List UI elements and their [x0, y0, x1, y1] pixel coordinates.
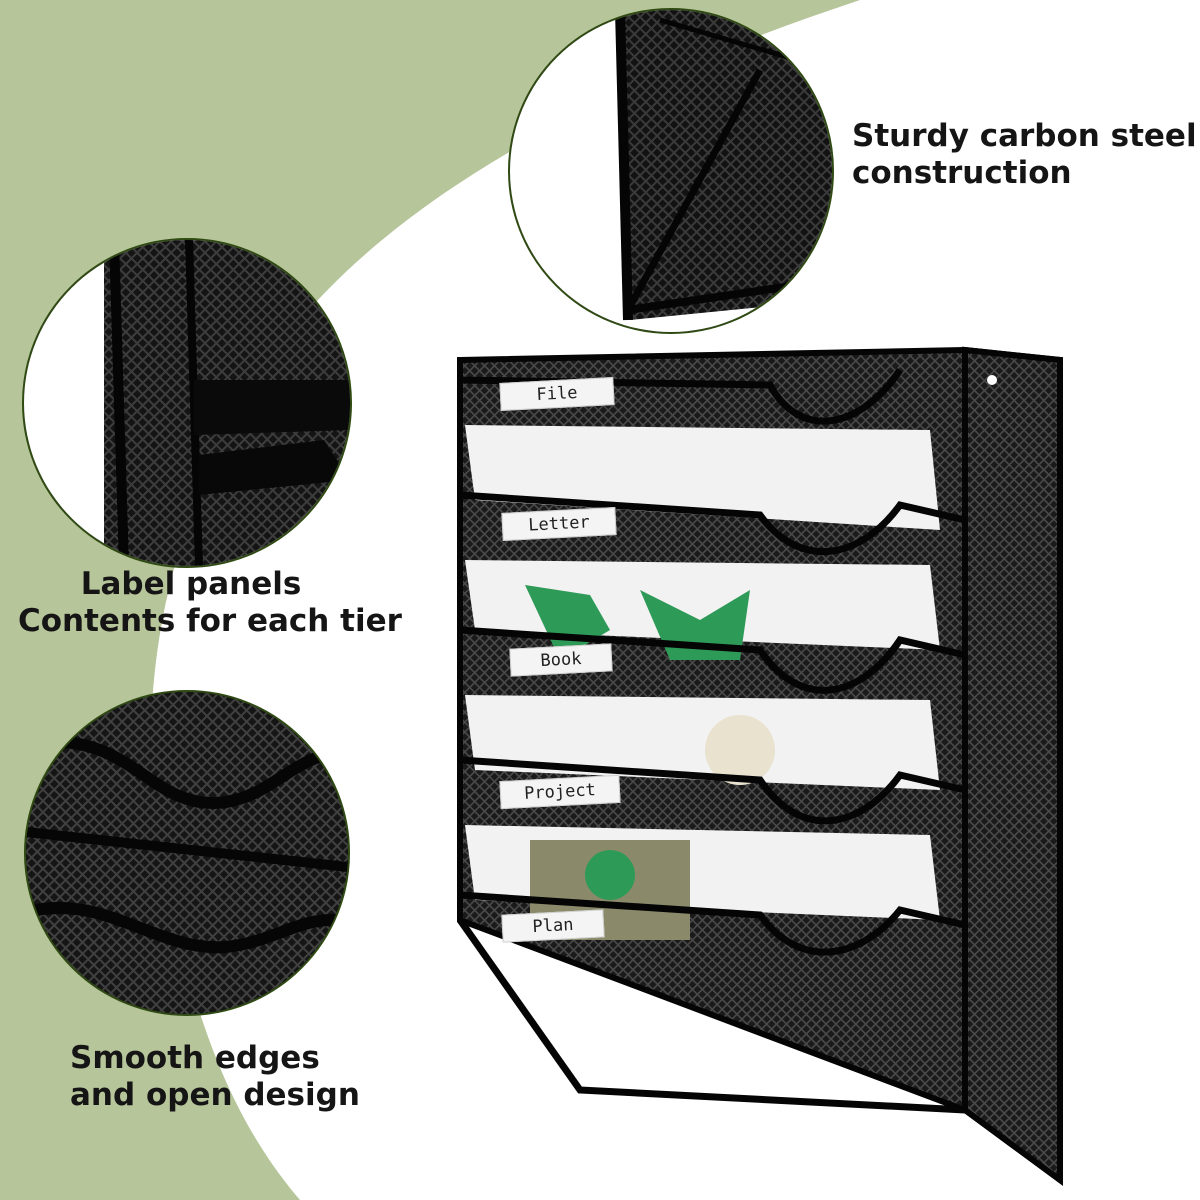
smooth-edges-line1: Smooth edges — [70, 1040, 320, 1076]
label-panels-line2: Contents for each tier — [18, 603, 402, 639]
smooth-edges-closeup-image — [26, 692, 348, 1014]
smooth-edges-line2: and open design — [70, 1077, 360, 1113]
label-panels-closeup-image — [24, 240, 350, 566]
organizer-image — [457, 346, 1063, 1186]
tier-label-book: Book — [509, 643, 613, 677]
steel-feature-line1: Sturdy carbon steel — [852, 118, 1197, 154]
steel-feature-line2: construction — [852, 155, 1072, 191]
smooth-edges-feature-text: Smooth edges and open design — [70, 1040, 360, 1114]
label-panels-closeup-circle — [22, 238, 352, 568]
steel-closeup-circle — [508, 8, 834, 334]
wall-file-organizer: File Letter Book Project Plan — [440, 330, 1080, 1190]
tier-label-file: File — [499, 377, 615, 411]
smooth-edges-closeup-circle — [24, 690, 350, 1016]
tier-label-plan: Plan — [501, 909, 605, 943]
label-panels-line1: Label panels — [80, 566, 302, 602]
steel-closeup-image — [510, 10, 832, 332]
steel-feature-text: Sturdy carbon steel construction — [852, 118, 1197, 192]
tier-label-letter: Letter — [501, 507, 617, 541]
label-panels-feature-text: Label panels Contents for each tier — [18, 566, 402, 640]
